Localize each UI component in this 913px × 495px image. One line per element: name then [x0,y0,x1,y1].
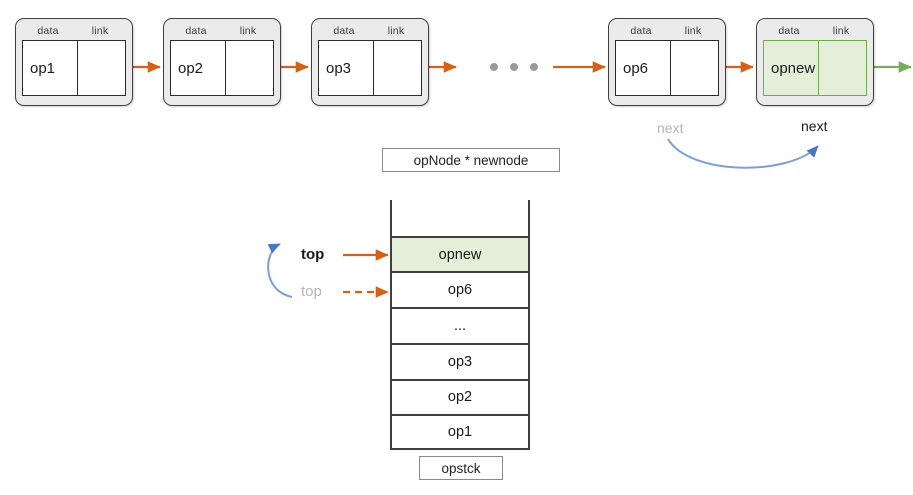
node-header: data link [170,23,274,39]
node-data-value: opnew [764,41,819,95]
stack-row-ellipsis: ... [392,307,528,343]
node-link-cell [78,41,125,95]
node-header-link-label: link [387,25,405,37]
node-cells: op1 [22,40,126,96]
list-node-op2[interactable]: data link op2 [163,18,281,106]
node-header-link-label: link [239,25,257,37]
node-cells: op3 [318,40,422,96]
list-node-op6[interactable]: data link op6 [608,18,726,106]
node-cells: op2 [170,40,274,96]
list-node-opnew[interactable]: data link opnew [756,18,874,106]
next-new-label: next [801,118,828,134]
newnode-caption-text: opNode * newnode [413,152,529,168]
stack-cell-value: ... [453,317,467,334]
stack-row-op6[interactable]: op6 [392,271,528,308]
node-data-value: op3 [319,41,374,95]
node-header-data-label: data [630,25,652,37]
stack-cell-value: op2 [447,389,473,406]
node-link-cell [226,41,273,95]
node-header-data-label: data [778,25,800,37]
node-cells: op6 [615,40,719,96]
stack-row-op2[interactable]: op2 [392,378,528,415]
node-header-link-label: link [684,25,702,37]
node-header-link-label: link [832,25,850,37]
stack-row-empty [392,200,528,236]
ellipsis-dot [530,63,538,71]
stack-cell-value: opnew [438,246,482,263]
newnode-caption-box: opNode * newnode [382,148,560,172]
node-header-link-label: link [91,25,109,37]
stack-row-op1[interactable]: op1 [392,414,528,450]
node-header: data link [22,23,126,39]
node-header-data-label: data [185,25,207,37]
ellipsis-dot [510,63,518,71]
top-repoint-curve [267,243,293,298]
node-data-value: op1 [23,41,78,95]
node-link-cell [819,41,866,95]
next-repoint-curve [667,138,819,169]
stack-cell-value: op1 [447,424,473,441]
stack-row-opnew[interactable]: opnew [392,235,528,272]
node-link-cell [671,41,718,95]
list-node-op3[interactable]: data link op3 [311,18,429,106]
node-data-value: op2 [171,41,226,95]
list-node-op1[interactable]: data link op1 [15,18,133,106]
next-old-label: next [657,120,684,136]
node-header: data link [318,23,422,39]
node-header: data link [763,23,867,39]
stack-cell-value: op3 [447,353,473,370]
top-old-label: top [301,283,322,300]
stack-container: opnew op6 ... op3 op2 op1 [390,200,530,450]
node-header: data link [615,23,719,39]
node-header-data-label: data [333,25,355,37]
node-header-data-label: data [37,25,59,37]
stack-row-op3[interactable]: op3 [392,342,528,379]
stack-name-text: opstck [441,460,481,476]
node-cells: opnew [763,40,867,96]
node-data-value: op6 [616,41,671,95]
ellipsis-dot [490,63,498,71]
top-new-label: top [301,246,325,263]
node-link-cell [374,41,421,95]
stack-name-caption-box: opstck [419,456,503,480]
list-ellipsis-dots [490,63,538,71]
stack-cell-value: op6 [447,282,473,299]
